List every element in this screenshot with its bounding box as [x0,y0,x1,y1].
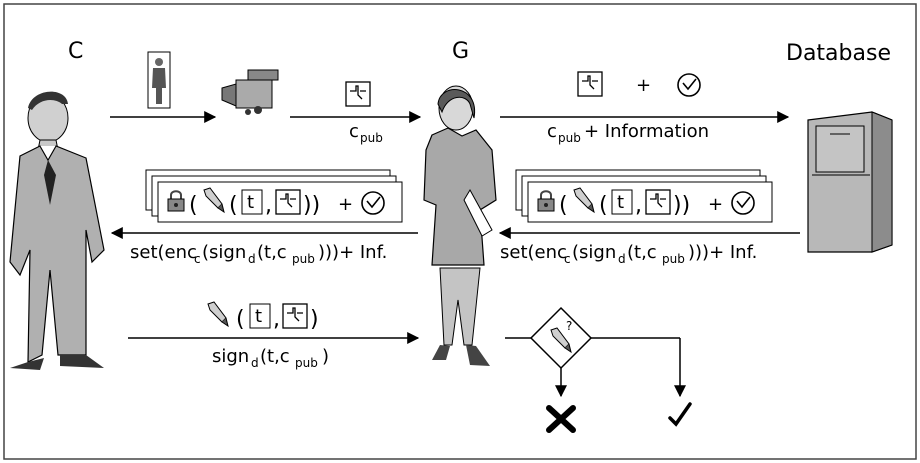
plus-sign-top: + [636,75,651,96]
encrypted-stack-right: ( ( t , )) + [515,169,773,223]
formula-left-pub: pub [292,252,315,266]
formula-right-pub: pub [662,252,685,266]
t-box-left: t [247,192,254,213]
bottom-open-paren: ( [236,307,245,332]
formula-left-sign: (sign [202,242,246,263]
information-label: + Information [584,121,709,142]
client-person-figure [9,91,105,370]
accept-check-icon [668,402,692,427]
credential-icon-stack-left [275,189,301,215]
t-box-right: t [617,192,624,213]
c-pub-label-left: c [349,121,359,142]
decision-question-mark: ? [566,319,572,333]
formula-left-set: set(enc [130,242,197,263]
credential-icon-bottom [282,303,308,329]
sign-args: (t,c [260,346,290,367]
signature-expression: ( t , ) [207,301,319,332]
pen-icon-bottom [207,301,229,327]
clock-icon-stack-left [361,191,385,215]
formula-left-d: d [248,252,256,266]
gateway-label: G [452,39,469,64]
formula-right-set: set(enc [500,242,567,263]
formula-right-d: d [618,252,626,266]
gateway-person-figure [423,85,497,366]
public-credential-icon [345,81,371,107]
stack-open-paren-right: ( [559,193,568,218]
diagram-frame [3,3,917,460]
sign-d: d [251,356,259,370]
bottom-close-paren: ) [310,307,319,332]
id-photo-icon [147,51,171,109]
formula-left-tail: )))+ Inf. [318,242,387,263]
sign-word: sign [212,346,249,367]
database-label: Database [786,41,891,66]
camera-icon [221,69,279,115]
stack-comma-right: , [635,193,642,218]
reject-cross-icon [546,405,576,433]
encrypted-stack-left: ( ( t , )) + [145,169,403,223]
sign-close: ) [322,346,329,367]
stack-plus-right: + [708,194,723,215]
formula-left-c: c [194,252,201,266]
c-pub-label-right: c [547,121,557,142]
stack-close-left: )) [303,193,320,218]
client-label: C [68,39,83,64]
formula-right-tail: )))+ Inf. [688,242,757,263]
clock-icon-stack-right [731,191,755,215]
formula-right-sign: (sign [572,242,616,263]
formula-right: set(enc c (sign d (t,c pub )))+ Inf. [500,242,757,266]
formula-right-c: c [564,252,571,266]
database-server-icon [807,111,893,253]
stack-inner-paren-right: ( [599,193,608,218]
c-pub-sub-left: pub [360,131,383,145]
formula-left: set(enc c (sign d (t,c pub )))+ Inf. [130,242,387,266]
stack-inner-paren-left: ( [229,193,238,218]
t-box-bottom: t [255,306,262,327]
sign-pub: pub [295,356,318,370]
stack-plus-left: + [338,194,353,215]
stack-comma-left: , [265,193,272,218]
public-credential-icon-right [577,71,603,97]
formula-left-args: (t,c [257,242,287,263]
clock-icon-top [677,73,701,97]
credential-icon-stack-right [645,189,671,215]
sign-formula-bottom: sign d (t,c pub ) [212,346,329,370]
formula-right-args: (t,c [627,242,657,263]
stack-close-right: )) [673,193,690,218]
c-pub-sub-right: pub [558,131,581,145]
stack-open-paren-left: ( [189,193,198,218]
bottom-comma: , [273,307,280,332]
